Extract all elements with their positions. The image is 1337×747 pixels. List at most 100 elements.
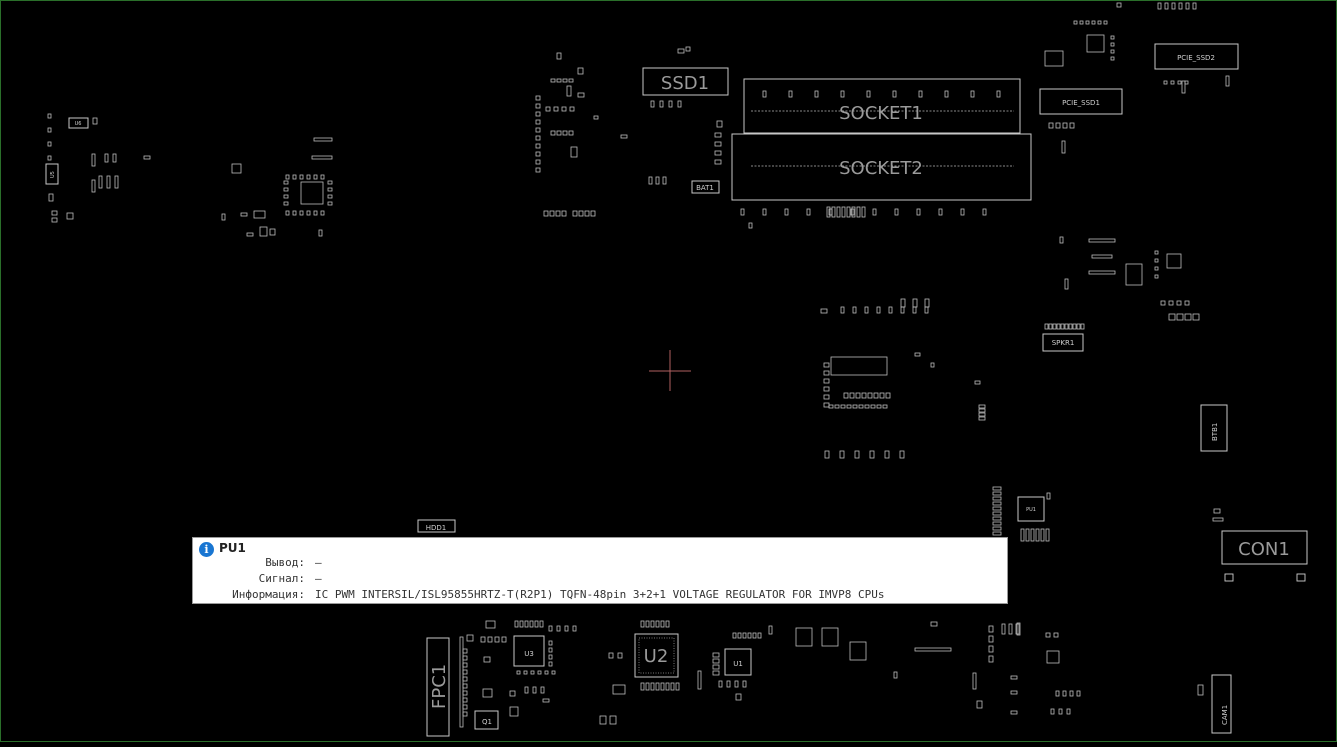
pad xyxy=(1010,710,1018,715)
pad xyxy=(1176,300,1182,306)
u6-chip[interactable]: U6 xyxy=(68,117,89,129)
bat1-component[interactable]: BAT1 xyxy=(691,180,720,194)
ssd1-component[interactable]: SSD1 xyxy=(642,67,729,96)
pad xyxy=(1044,323,1049,330)
u5-chip[interactable]: U5 xyxy=(45,163,59,185)
pad xyxy=(1010,690,1018,695)
pad xyxy=(1171,2,1176,10)
pad xyxy=(1212,517,1224,522)
pad xyxy=(572,625,577,632)
pad xyxy=(648,176,653,185)
pad xyxy=(549,210,555,217)
q1-component[interactable]: Q1 xyxy=(474,710,499,730)
pad xyxy=(826,206,831,218)
tooltip-value: — xyxy=(315,572,322,585)
pad xyxy=(548,661,553,667)
pad xyxy=(1176,313,1184,321)
socket2-label: SOCKET2 xyxy=(839,158,923,179)
pad xyxy=(665,620,670,628)
pad xyxy=(992,521,1002,526)
btb1-connector[interactable]: BTB1 xyxy=(1200,404,1228,452)
con1-connector[interactable]: CON1 xyxy=(1221,530,1308,582)
pcie-ssd2-component[interactable]: PCIE_SSD2 xyxy=(1154,43,1239,70)
spkr1-component[interactable]: SPKR1 xyxy=(1042,333,1084,352)
pad xyxy=(670,682,675,691)
pad xyxy=(608,652,614,659)
socket1-connector[interactable]: SOCKET1 xyxy=(743,78,1021,134)
pad xyxy=(846,206,851,218)
pad xyxy=(788,90,793,98)
pad xyxy=(823,402,830,408)
bat1-label: BAT1 xyxy=(696,184,714,192)
pad xyxy=(91,179,96,193)
pad xyxy=(1110,35,1115,40)
u2-chip[interactable]: U2 xyxy=(634,633,679,678)
pad xyxy=(1184,80,1189,85)
pad xyxy=(66,212,74,220)
pu1-chip[interactable]: PU1 xyxy=(1017,496,1045,522)
pad xyxy=(882,404,888,409)
pad xyxy=(519,620,524,628)
pad xyxy=(866,90,871,98)
pad xyxy=(112,153,117,163)
pad xyxy=(514,620,519,628)
pad xyxy=(556,625,561,632)
pad xyxy=(660,682,665,691)
pad xyxy=(924,298,930,308)
pad xyxy=(824,450,830,459)
pad xyxy=(876,404,882,409)
pad xyxy=(48,193,54,202)
pad xyxy=(535,159,541,165)
pad xyxy=(992,486,1002,491)
pad xyxy=(992,531,1002,536)
footprint-pads xyxy=(47,2,1230,728)
pad xyxy=(768,625,773,635)
u3-chip[interactable]: U3 xyxy=(513,635,545,667)
pad xyxy=(292,210,297,216)
pad xyxy=(762,90,767,98)
pad xyxy=(1181,80,1186,94)
pad xyxy=(712,652,720,658)
hdd1-component[interactable]: HDD1 xyxy=(417,519,456,533)
pad xyxy=(712,658,720,664)
pad xyxy=(1062,690,1067,697)
pad xyxy=(564,625,569,632)
pad xyxy=(831,206,836,218)
pad xyxy=(1184,313,1192,321)
pad xyxy=(462,704,468,710)
pad xyxy=(535,111,541,117)
pad xyxy=(836,206,841,218)
pad xyxy=(757,632,762,639)
pad xyxy=(1177,80,1182,85)
fpc1-connector[interactable]: FPC1 xyxy=(426,637,450,737)
pad xyxy=(659,100,664,108)
pad xyxy=(114,175,119,189)
pad xyxy=(869,450,875,459)
pad xyxy=(578,210,584,217)
cam1-connector[interactable]: CAM1 xyxy=(1211,674,1232,734)
pad xyxy=(675,682,680,691)
pad xyxy=(246,232,254,237)
pad xyxy=(1197,684,1204,696)
pad xyxy=(1060,323,1065,330)
pad xyxy=(509,690,516,697)
pad xyxy=(551,670,556,675)
pad xyxy=(327,187,333,192)
pad xyxy=(828,208,833,216)
pad xyxy=(529,620,534,628)
pcie-ssd1-component[interactable]: PCIE_SSD1 xyxy=(1039,88,1123,115)
spkr1-label: SPKR1 xyxy=(1052,339,1075,347)
pad xyxy=(856,206,861,218)
pad xyxy=(1088,270,1116,275)
pad xyxy=(899,450,905,459)
pad xyxy=(462,648,468,654)
socket2-connector[interactable]: SOCKET2 xyxy=(731,133,1032,201)
pad xyxy=(1064,278,1069,290)
pad xyxy=(924,306,929,314)
u1-chip[interactable]: U1 xyxy=(724,648,752,676)
pad xyxy=(609,715,617,725)
pad xyxy=(462,655,468,661)
pad xyxy=(1166,253,1182,269)
